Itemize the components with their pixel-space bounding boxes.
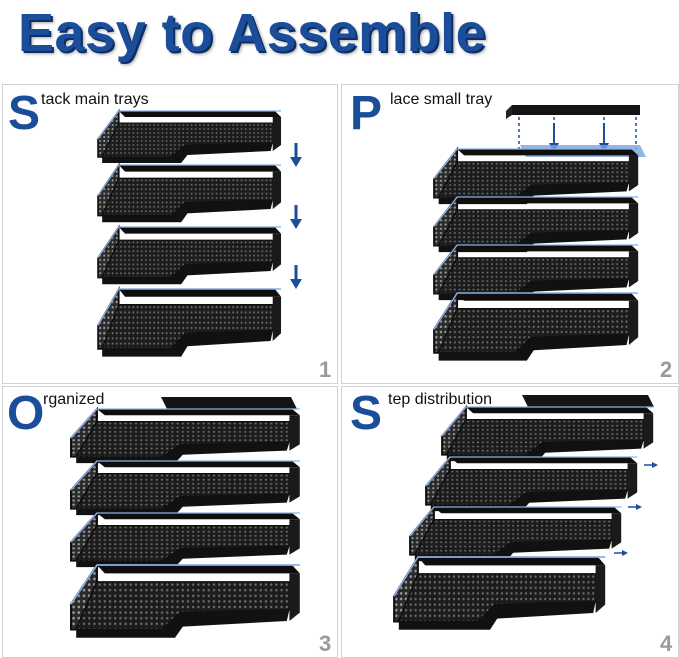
down-arrow-icon (290, 143, 302, 167)
step-number: 2 (660, 357, 673, 382)
step-caption: lace small tray (390, 91, 493, 108)
step-number: 3 (319, 631, 332, 656)
step-distribution-illustration (392, 395, 658, 631)
step-number: 1 (319, 357, 332, 382)
step-letter: S (8, 87, 41, 140)
step-panel-4: S tep distribution 4 (341, 386, 679, 658)
page-title: Easy to Assemble (18, 3, 487, 63)
down-arrow-icon (290, 265, 302, 289)
down-arrow-icon (290, 205, 302, 229)
step-panel-3: O rganized 3 (2, 386, 338, 658)
step-panel-1: S tack main trays 1 (2, 84, 338, 384)
banner: Easy to Assemble (0, 0, 679, 80)
step-letter: O (7, 387, 45, 440)
step-letter: P (350, 87, 383, 140)
step-caption: tack main trays (41, 91, 149, 108)
step-caption: rganized (43, 391, 105, 408)
step-number: 4 (660, 631, 673, 656)
right-arrow-icon (628, 504, 642, 510)
small-tray (512, 105, 640, 115)
small-tray-illustration (433, 105, 646, 362)
organized-trays-illustration (69, 397, 301, 639)
step-letter: S (350, 387, 383, 440)
step-caption: tep distribution (388, 391, 493, 408)
stacking-trays-illustration (97, 110, 302, 358)
right-arrow-icon (644, 462, 658, 468)
step-panel-2: P lace small tray 2 (341, 84, 679, 384)
right-arrow-icon (614, 550, 628, 556)
